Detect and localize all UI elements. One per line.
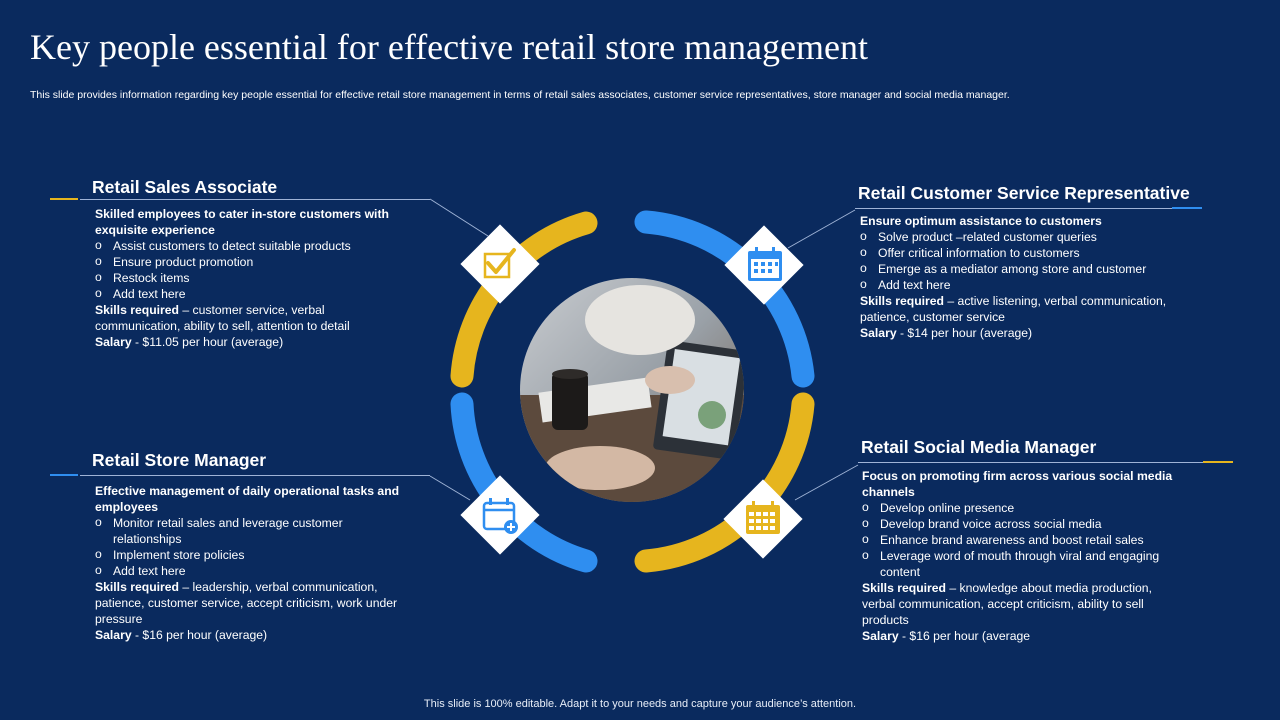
connector-line (787, 209, 856, 249)
list-item: Add text here (95, 562, 405, 579)
skills-text: – leadership, verbal communication, pati… (95, 580, 398, 626)
heading-accent (50, 474, 78, 476)
list-item: Develop online presence (862, 499, 1177, 516)
connector-line (794, 464, 859, 501)
heading-social-media: Retail Social Media Manager (861, 437, 1097, 457)
sales-associate-salary: Salary - $11.05 per hour (average) (95, 334, 395, 350)
connector-line (429, 475, 471, 501)
office-photo (520, 278, 744, 502)
sales-associate-details: Skilled employees to cater in-store cust… (95, 206, 395, 350)
store-manager-skills: Skills required – leadership, verbal com… (95, 579, 405, 627)
salary-label: Salary (95, 335, 132, 349)
heading-store-manager: Retail Store Manager (92, 450, 267, 470)
store-manager-bullets: Monitor retail sales and leverage custom… (95, 514, 405, 579)
skills-label: Skills required (95, 580, 179, 594)
skills-text: – active listening, verbal communication… (860, 294, 1167, 324)
list-item: Add text here (95, 285, 395, 302)
salary-text: - $16 per hour (average (898, 629, 1031, 643)
salary-text: - $11.05 per hour (average) (131, 335, 284, 349)
skills-text: – knowledge about media production, verb… (862, 581, 1152, 627)
sales-associate-skills: Skills required – customer service, verb… (95, 302, 395, 334)
customer-service-bullets: Solve product –related customer queries … (860, 228, 1200, 293)
checkbox-icon (460, 224, 540, 304)
list-item: Develop brand voice across social media (862, 515, 1177, 532)
footer-note: This slide is 100% editable. Adapt it to… (423, 698, 857, 710)
heading-rule (80, 199, 430, 200)
skills-label: Skills required (95, 303, 179, 317)
store-manager-salary: Salary - $16 per hour (average) (95, 627, 405, 643)
list-item: Implement store policies (95, 546, 405, 563)
sales-associate-lead: Skilled employees to cater in-store cust… (95, 207, 389, 237)
customer-service-lead: Ensure optimum assistance to customers (860, 214, 1102, 228)
social-media-details: Focus on promoting firm across various s… (862, 468, 1177, 644)
salary-text: - $14 per hour (average) (896, 326, 1033, 340)
heading-rule (855, 208, 1172, 209)
calendar-add-icon (460, 475, 540, 555)
heading-accent (1203, 461, 1233, 463)
store-manager-lead: Effective management of daily operationa… (95, 484, 400, 514)
heading-sales-associate: Retail Sales Associate (92, 177, 278, 197)
heading-rule (80, 475, 430, 476)
page-subtitle: This slide provides information regardin… (30, 89, 1010, 101)
calendar-icon (724, 225, 804, 305)
list-item: Add text here (860, 276, 1200, 293)
list-item: Monitor retail sales and leverage custom… (95, 514, 405, 547)
heading-accent (50, 198, 78, 200)
sales-associate-bullets: Assist customers to detect suitable prod… (95, 237, 395, 302)
social-media-skills: Skills required – knowledge about media … (862, 580, 1177, 628)
calendar-grid-icon (723, 479, 803, 559)
list-item: Ensure product promotion (95, 253, 395, 270)
heading-customer-service: Retail Customer Service Representative (858, 183, 1190, 203)
list-item: Assist customers to detect suitable prod… (95, 237, 395, 254)
salary-label: Salary (860, 326, 897, 340)
customer-service-details: Ensure optimum assistance to customers S… (860, 213, 1200, 341)
heading-rule (858, 462, 1203, 463)
list-item: Offer critical information to customers (860, 244, 1200, 261)
list-item: Solve product –related customer queries (860, 228, 1200, 245)
list-item: Emerge as a mediator among store and cus… (860, 260, 1200, 277)
salary-label: Salary (95, 628, 132, 642)
heading-accent (1172, 207, 1202, 209)
page-title: Key people essential for effective retai… (30, 27, 868, 67)
store-manager-details: Effective management of daily operationa… (95, 483, 405, 643)
social-media-bullets: Develop online presence Develop brand vo… (862, 499, 1177, 580)
social-media-salary: Salary - $16 per hour (average (862, 628, 1177, 644)
list-item: Restock items (95, 269, 395, 286)
skills-text: – customer service, verbal communication… (95, 303, 350, 333)
list-item: Leverage word of mouth through viral and… (862, 547, 1177, 580)
skills-label: Skills required (860, 294, 944, 308)
skills-label: Skills required (862, 581, 946, 595)
customer-service-salary: Salary - $14 per hour (average) (860, 325, 1200, 341)
salary-text: - $16 per hour (average) (131, 628, 268, 642)
customer-service-skills: Skills required – active listening, verb… (860, 293, 1200, 325)
list-item: Enhance brand awareness and boost retail… (862, 531, 1177, 548)
social-media-lead: Focus on promoting firm across various s… (862, 469, 1173, 499)
salary-label: Salary (862, 629, 899, 643)
connector-line (429, 198, 489, 237)
